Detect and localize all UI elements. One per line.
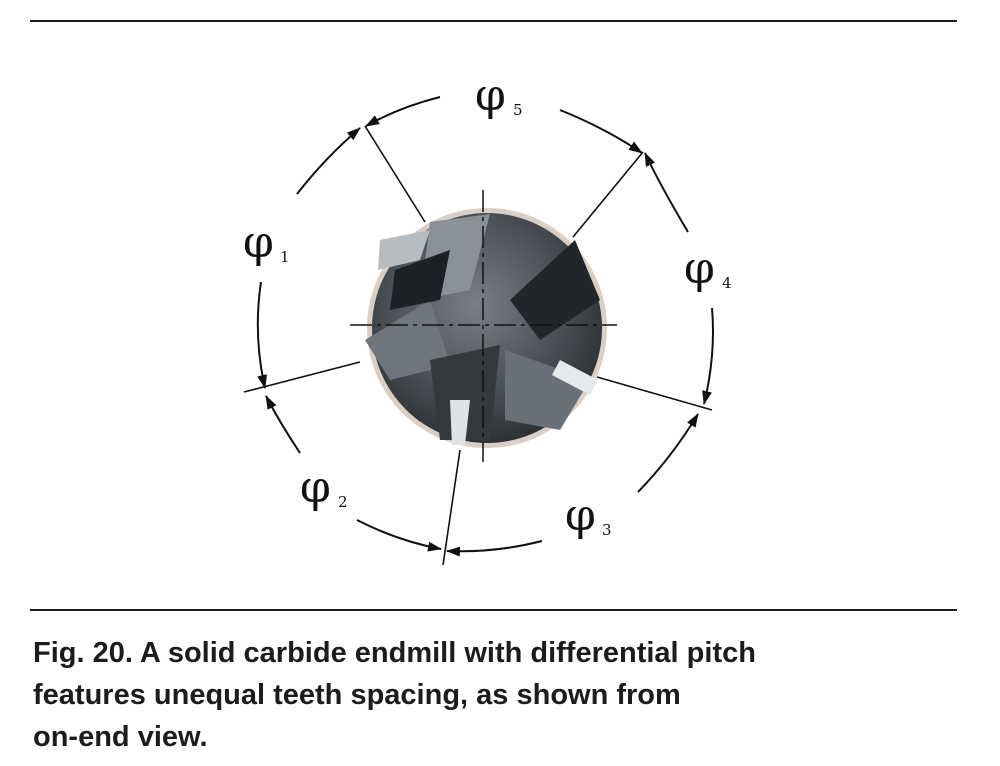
- tooth-line-4: [442, 449, 461, 566]
- figure-caption: Fig. 20. A solid carbide endmill with di…: [33, 632, 933, 758]
- arc-phi1-top: [296, 127, 361, 195]
- angle-label-phi2: φ 2: [300, 462, 348, 513]
- tooth-line-1: [364, 125, 426, 223]
- svg-text:4: 4: [722, 274, 732, 292]
- svg-text:φ: φ: [243, 217, 274, 268]
- angle-label-phi5: φ 5: [475, 70, 523, 121]
- caption-line-3: on-end view.: [33, 721, 208, 753]
- svg-text:1: 1: [280, 248, 290, 266]
- arc-phi2-bottom: [356, 519, 442, 552]
- svg-text:φ: φ: [475, 70, 506, 121]
- caption-line-2: features unequal teeth spacing, as shown…: [33, 679, 681, 711]
- angle-label-phi1: φ 1: [243, 217, 290, 268]
- endmill-end-view: [365, 208, 607, 448]
- caption-line-1: Fig. 20. A solid carbide endmill with di…: [33, 637, 756, 669]
- svg-text:φ: φ: [684, 243, 715, 294]
- svg-text:2: 2: [338, 493, 348, 511]
- tooth-line-3: [596, 376, 713, 411]
- svg-text:3: 3: [602, 521, 612, 539]
- arc-phi1-bottom: [256, 281, 268, 389]
- arc-phi5-right: [559, 109, 643, 154]
- arc-phi3-bottom: [446, 540, 543, 557]
- top-rule: [30, 20, 957, 22]
- arc-phi4-bottom: [702, 307, 714, 405]
- arc-phi2-top: [265, 395, 301, 454]
- angle-label-phi4: φ 4: [684, 243, 732, 294]
- arc-phi5-left: [365, 96, 441, 127]
- tooth-line-2: [572, 151, 644, 238]
- arc-phi3-top: [637, 413, 699, 493]
- arc-phi4-top: [644, 152, 689, 233]
- angle-label-phi3: φ 3: [565, 490, 612, 541]
- endmill-pitch-diagram: φ 1 φ 2 φ 3 φ 4 φ 5: [243, 70, 732, 566]
- svg-text:5: 5: [513, 101, 523, 119]
- center-crosshair: [350, 190, 617, 462]
- bottom-rule: [30, 609, 957, 611]
- svg-text:φ: φ: [300, 462, 331, 513]
- svg-text:φ: φ: [565, 490, 596, 541]
